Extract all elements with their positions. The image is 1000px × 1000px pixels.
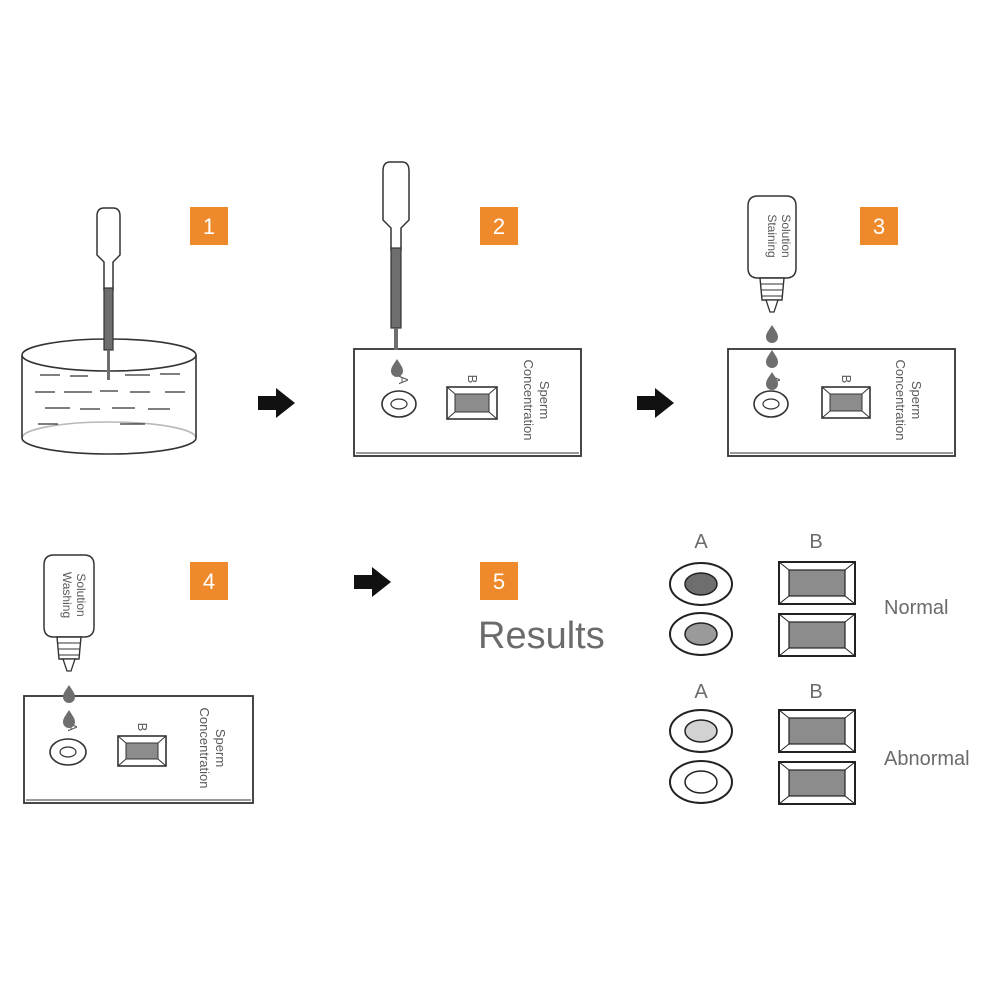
step-5: 5 Results (478, 562, 605, 657)
step-3-badge: 3 (860, 207, 898, 245)
step-5-badge: 5 (480, 562, 518, 600)
results-title: Results (478, 615, 605, 657)
test-device: A B Sperm Concentration (727, 348, 956, 457)
abnormal-result-1 (669, 709, 856, 753)
normal-result-1 (669, 561, 856, 606)
svg-text:Sperm: Sperm (537, 381, 552, 419)
svg-text:Solution: Solution (74, 573, 88, 616)
arrow-right-icon (354, 567, 391, 597)
svg-text:B: B (839, 375, 854, 384)
svg-text:1: 1 (203, 214, 215, 239)
arrow-right-icon (637, 388, 674, 418)
step-4: A B Sperm Concentration Washing Solution… (23, 554, 254, 804)
svg-text:5: 5 (493, 569, 505, 594)
step-4-badge: 4 (190, 562, 228, 600)
svg-text:3: 3 (873, 214, 885, 239)
svg-text:2: 2 (493, 214, 505, 239)
results-panel: A B Normal A B (669, 531, 970, 805)
test-device: A B Sperm Concentration (23, 695, 254, 804)
svg-text:Staining: Staining (765, 214, 779, 257)
pipette-icon (382, 161, 410, 377)
step-1: 1 (21, 207, 228, 455)
normal-label: Normal (884, 597, 948, 619)
test-device: A B Sperm Concentration (353, 348, 582, 457)
col-a-header: A (694, 681, 708, 703)
arrow-right-icon (258, 388, 295, 418)
svg-text:B: B (135, 723, 150, 732)
col-a-header: A (694, 531, 708, 553)
svg-text:4: 4 (203, 569, 215, 594)
svg-text:Concentration: Concentration (893, 360, 908, 441)
svg-text:Solution: Solution (779, 214, 793, 257)
svg-text:Sperm: Sperm (909, 381, 924, 419)
well-b (117, 735, 167, 767)
svg-text:Washing: Washing (60, 572, 74, 618)
abnormal-label: Abnormal (884, 748, 970, 770)
normal-result-2 (669, 612, 856, 657)
pipette-icon (96, 207, 121, 380)
staining-bottle-icon: Staining Solution (747, 195, 797, 390)
svg-text:A: A (396, 376, 411, 385)
well-b (821, 386, 871, 419)
svg-text:Concentration: Concentration (521, 360, 536, 441)
step-1-badge: 1 (190, 207, 228, 245)
step-2-badge: 2 (480, 207, 518, 245)
washing-bottle-icon: Washing Solution (43, 554, 95, 728)
step-3: A B Sperm Concentration Staining Solutio… (727, 195, 956, 457)
well-b (446, 386, 498, 420)
svg-text:A: A (65, 723, 80, 732)
col-b-header: B (809, 681, 822, 703)
svg-text:Sperm: Sperm (213, 729, 228, 767)
svg-text:Concentration: Concentration (197, 708, 212, 789)
col-b-header: B (809, 531, 822, 553)
step-2: A B Sperm Concentration 2 (353, 161, 582, 457)
abnormal-result-2 (669, 760, 856, 805)
svg-text:B: B (465, 375, 480, 384)
